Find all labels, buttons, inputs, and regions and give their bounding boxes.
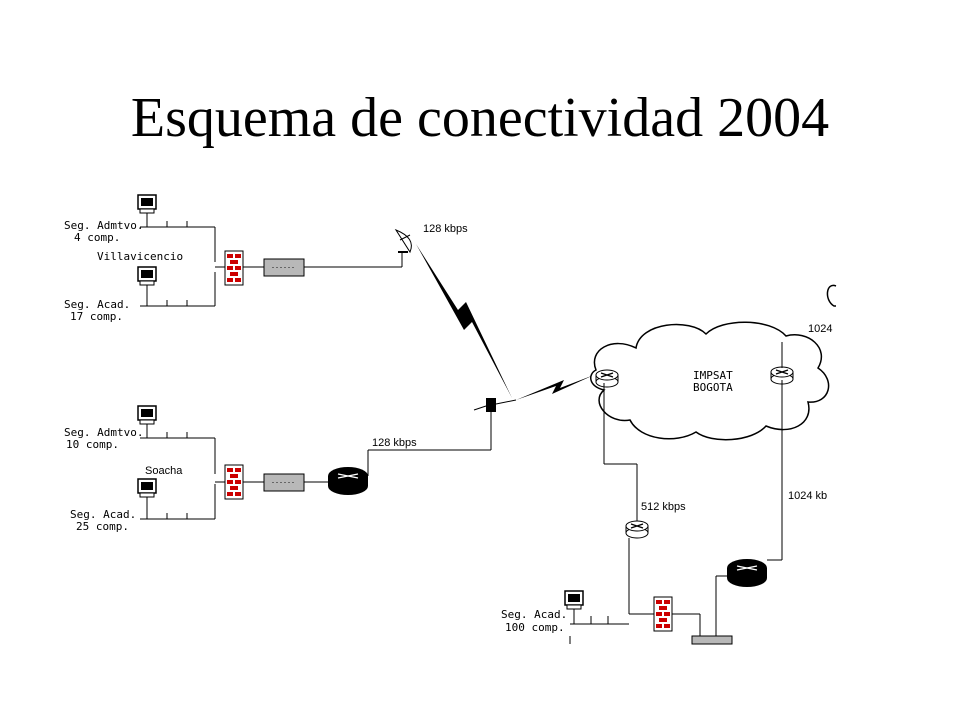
satellite-dish-icon (394, 228, 412, 254)
villa-modem-icon (263, 258, 305, 277)
bogota-modem-icon (691, 635, 733, 645)
villavicencio-site: Seg. Admtvo. 4 comp. Villavicencio Seg. … (64, 194, 468, 323)
soacha-admin-count: 10 comp. (66, 438, 119, 451)
cloud-label-line2: BOGOTA (693, 381, 733, 394)
villa-admin-count: 4 comp. (74, 231, 120, 244)
cloud-label-line1: IMPSAT (693, 369, 733, 382)
slide-title: Esquema de conectividad 2004 (130, 87, 830, 149)
satellite-link-bolt (416, 244, 512, 398)
admin-computer-icon (137, 194, 157, 220)
villa-firewall-icon (224, 250, 244, 286)
satellite-hub-icon (473, 398, 517, 412)
soacha-acad-label: Seg. Acad. (70, 508, 136, 521)
bogota-acad-count: 100 comp. (505, 621, 565, 634)
villa-acad-count: 17 comp. (70, 310, 123, 323)
bogota-computer-icon (564, 590, 584, 616)
acad-computer-icon (137, 266, 157, 292)
hub-cloud-bolt (516, 375, 594, 400)
cloud-router-left-icon (595, 369, 619, 388)
bogota-router-small-icon (625, 520, 649, 539)
bogota-router-large-icon (726, 558, 768, 588)
bogota-links: 512 kbps 1024 kb (603, 380, 827, 645)
soacha-admin-label: Seg. Admtvo. (64, 426, 143, 439)
soacha-firewall-icon (224, 464, 244, 500)
top-right-link-speed: 1024 (808, 323, 832, 335)
soacha-site-label: Soacha (145, 465, 183, 477)
soacha-link-speed: 128 kbps (372, 437, 417, 449)
villa-acad-label: Seg. Acad. (64, 298, 130, 311)
villa-admin-label: Seg. Admtvo. (64, 219, 143, 232)
bogota-site: Seg. Acad. 100 comp. (501, 590, 629, 644)
link-1024-label: 1024 kb (788, 490, 827, 502)
soacha-router-icon (327, 466, 369, 496)
villa-site-label: Villavicencio (97, 250, 183, 263)
link-512-label: 512 kbps (641, 501, 686, 513)
bogota-firewall-icon (653, 596, 673, 632)
bogota-acad-label: Seg. Acad. (501, 608, 567, 621)
impsat-cloud: IMPSAT BOGOTA 1024 (590, 284, 837, 441)
soacha-site: Seg. Admtvo. 10 comp. Soacha Seg. Acad. … (64, 405, 492, 533)
soacha-acad-count: 25 comp. (76, 520, 129, 533)
acad-computer-icon (137, 478, 157, 504)
villa-link-speed: 128 kbps (423, 223, 468, 235)
soacha-modem-icon (263, 473, 305, 492)
